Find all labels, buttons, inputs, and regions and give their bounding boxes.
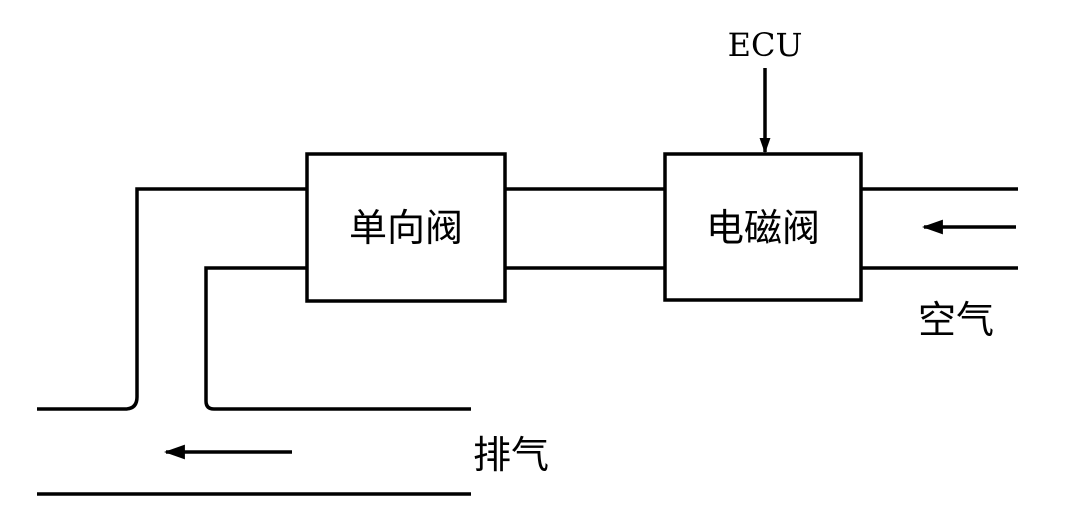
feed-pipe-outer-wall: [37, 187, 307, 411]
solenoid-valve-label: 电磁阀: [706, 206, 820, 250]
feed-pipe-inner-wall: [204, 266, 307, 411]
check-valve-box: [305, 152, 507, 303]
ecu-label: ECU: [728, 26, 803, 64]
air-label: 空气: [918, 298, 994, 342]
solenoid-valve-box: [663, 152, 863, 302]
exhaust-label: 排气: [473, 433, 549, 477]
check-valve-label: 单向阀: [349, 206, 463, 250]
